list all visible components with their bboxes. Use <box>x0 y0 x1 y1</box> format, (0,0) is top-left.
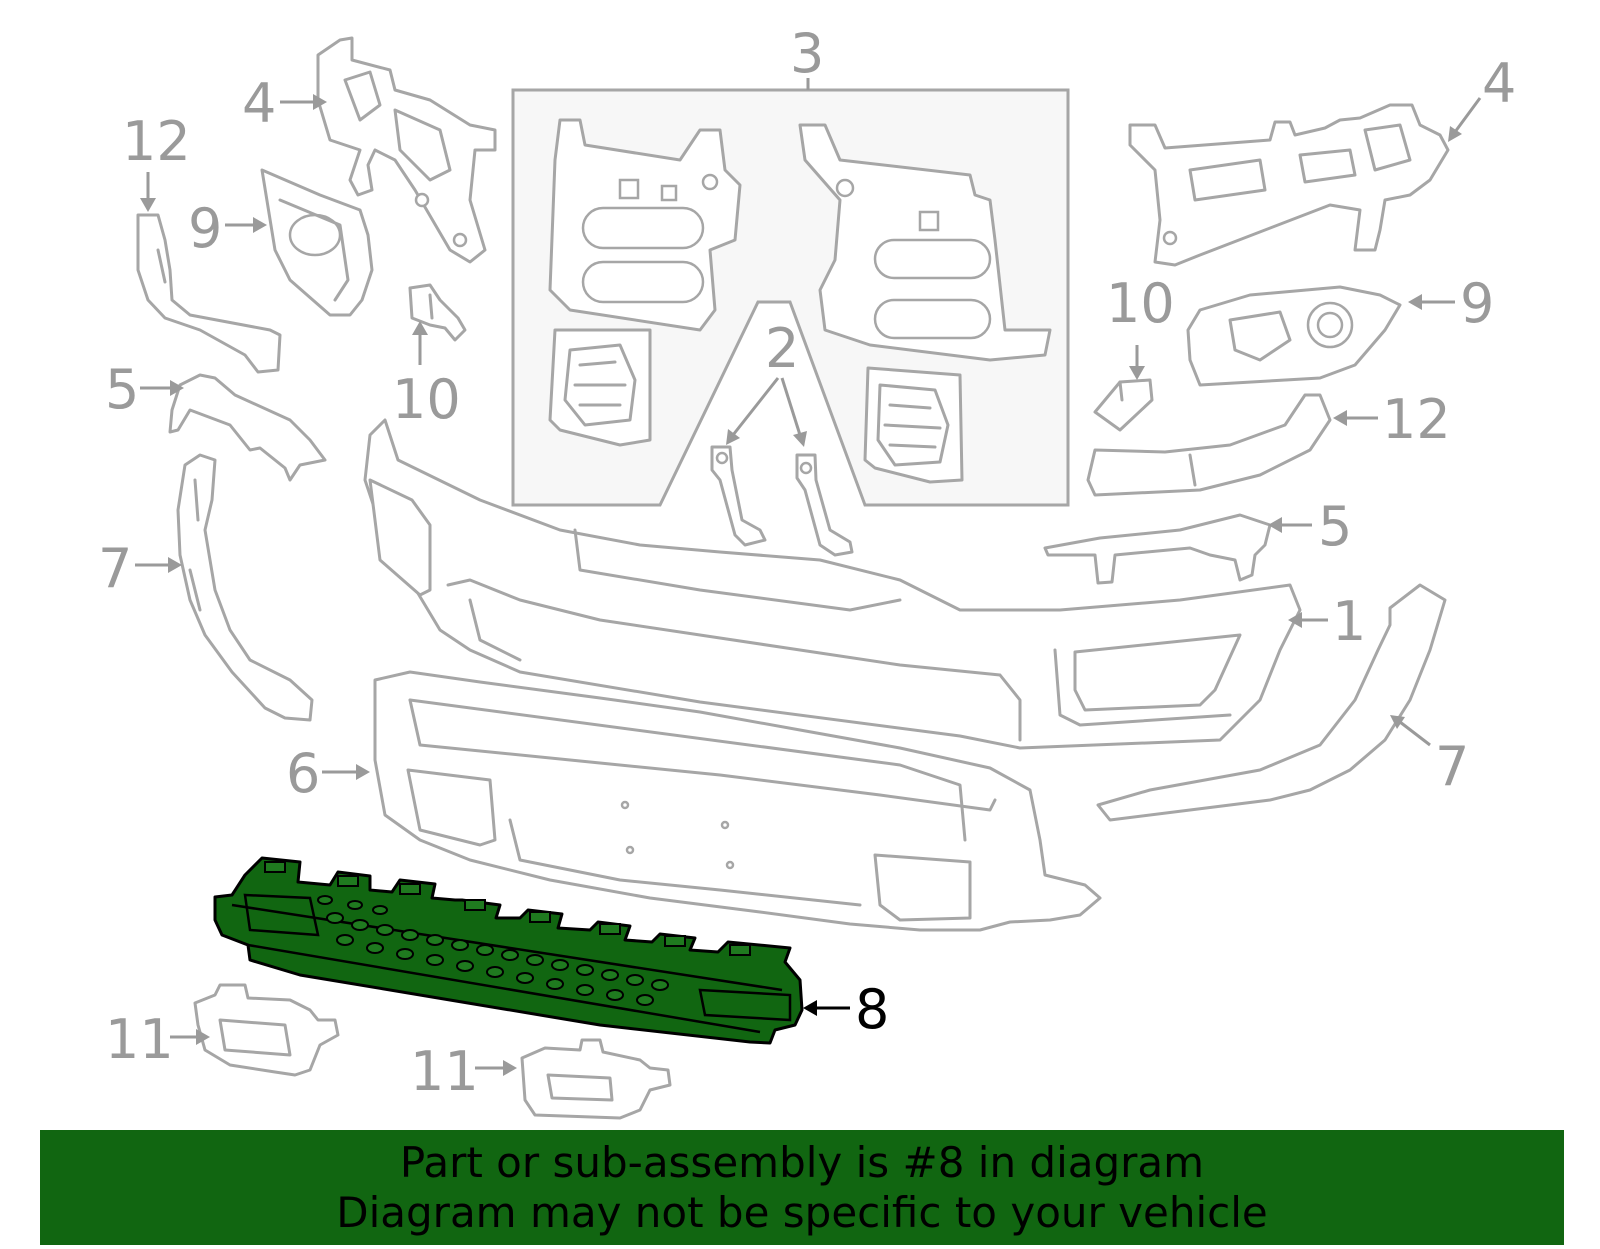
part-11-right-bracket <box>520 1038 672 1120</box>
callout-5-left: 5 <box>105 358 139 421</box>
part-4-right-bracket <box>1128 103 1450 267</box>
part-10-left-bracket <box>408 283 467 342</box>
part-12-right-trim <box>1086 393 1332 497</box>
part-4-left-bracket <box>316 36 497 264</box>
callout-10-left: 10 <box>392 368 461 431</box>
banner-line-2: Diagram may not be specific to your vehi… <box>336 1188 1268 1237</box>
callout-11-right: 11 <box>410 1040 479 1103</box>
part-12-left-trim <box>136 213 282 374</box>
callout-8: 8 <box>855 978 889 1041</box>
part-1-bumper-face-bar <box>363 418 1302 750</box>
callout-9-left: 9 <box>188 197 222 260</box>
callout-5-right: 5 <box>1318 495 1352 558</box>
part-7-right-extension <box>1096 583 1447 822</box>
callout-9-right: 9 <box>1460 272 1494 335</box>
part-7-left-extension <box>176 453 314 722</box>
callout-12-right: 12 <box>1382 388 1451 451</box>
part-8-tabs <box>264 861 751 956</box>
part-5-right-support <box>1043 513 1272 585</box>
callout-7-right: 7 <box>1435 735 1469 798</box>
callout-numbers: 1 2 3 4 4 5 5 6 7 7 8 9 9 10 10 11 11 12… <box>98 22 1516 1103</box>
callout-11-left: 11 <box>105 1008 174 1071</box>
banner-line-1: Part or sub-assembly is #8 in diagram <box>399 1138 1205 1187</box>
part-11-left-bracket <box>193 983 340 1077</box>
callout-3: 3 <box>790 22 824 85</box>
part-10-right-bracket <box>1093 378 1154 432</box>
callout-arrows <box>135 78 1482 1076</box>
callout-7-left: 7 <box>98 537 132 600</box>
part-9-left-housing <box>260 168 374 317</box>
part-3-inset-box <box>511 88 1070 507</box>
callout-4-right: 4 <box>1482 52 1516 115</box>
callout-4-left: 4 <box>242 72 276 135</box>
callout-1: 1 <box>1332 590 1366 653</box>
part-9-right-housing <box>1186 285 1402 387</box>
callout-6: 6 <box>286 742 320 805</box>
callout-12-left: 12 <box>122 110 191 173</box>
part-6-lower-valance <box>373 670 1102 932</box>
info-banner: Part or sub-assembly is #8 in diagram Di… <box>40 1130 1564 1245</box>
part-8-holes <box>317 895 669 1006</box>
callout-2: 2 <box>765 317 799 380</box>
part-5-left-support <box>168 373 327 482</box>
callout-10-right: 10 <box>1106 272 1175 335</box>
part-2-brackets <box>710 445 854 557</box>
part-8-bumper-support-highlighted <box>213 856 804 1045</box>
